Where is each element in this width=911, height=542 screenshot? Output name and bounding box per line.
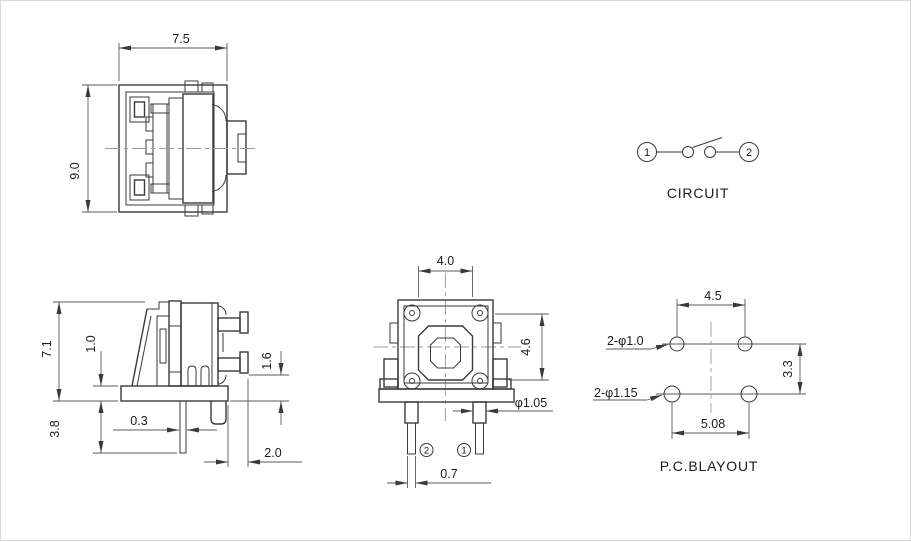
dim-side-total-height: 7.1 [40,340,54,357]
front-view-pin-right [472,401,487,424]
front-view-button-outer [417,325,474,381]
circuit-terminal-1: 1 [644,147,650,159]
side-view-body [180,302,219,387]
circuit-terminal-2: 2 [746,147,752,159]
side-view-terminal-lower [217,357,241,372]
dim-side-pin-width: 0.3 [130,414,147,428]
pin-number-right: 1 [461,446,466,457]
circuit-contact-right [704,146,716,158]
pin-number-circle-right [457,443,471,457]
side-view-stub [210,401,227,425]
top-view-stem [226,120,247,175]
dim-front-pin-diameter: φ1.05 [515,396,547,410]
dim-front-pin-flat-width: 0.7 [440,467,457,481]
pin-number-left: 2 [424,446,429,457]
side-view-pin [179,400,187,454]
side-view-base [120,385,229,402]
front-view-body-rim [403,305,489,384]
front-view-button-inner [430,337,461,369]
front-view-rivets [403,304,489,390]
pcb-layout-title: P.C.BLAYOUT [660,458,759,474]
side-view: 7.1 1.0 3.8 0.3 1.6 2.0 [40,300,302,467]
dim-side-terminal-height: 1.6 [260,352,274,369]
side-view-terminal-upper [217,317,241,332]
front-view-pin-left [404,401,419,424]
top-view-clip-bottom [129,174,150,201]
front-view-base [378,388,515,403]
circuit-terminal-circle-2 [739,142,759,162]
circuit-switch-lever [692,137,723,148]
pcb-hole-bottom-left [663,385,681,403]
circuit-contact-left [682,146,694,158]
dim-top-height: 9.0 [68,162,82,179]
pcb-layout: 4.5 3.3 5.08 2-φ1.0 2-φ1.15 P.C.BLAYOUT [593,289,806,474]
side-view-stem [168,300,182,387]
dim-pcb-row-pitch: 3.3 [781,360,795,377]
dim-side-base-thickness: 1.0 [84,335,98,352]
pcb-hole-note-top: 2-φ1.0 [607,334,644,348]
dim-front-body-height: 4.6 [519,338,533,355]
dim-pcb-top-pitch: 4.5 [704,289,721,303]
dim-top-width: 7.5 [172,32,189,46]
dim-side-terminal-extent: 2.0 [264,446,281,460]
circuit-title: CIRCUIT [667,185,729,201]
front-view: 2 1 4.0 4.6 φ1.05 0.7 [373,254,553,488]
dim-front-button-width: 4.0 [437,254,454,268]
dim-pcb-bottom-pitch: 5.08 [701,417,725,431]
pcb-hole-bottom-right [740,385,758,403]
pcb-hole-note-bottom: 2-φ1.15 [594,386,638,400]
top-view: 7.5 9.0 [68,32,257,217]
circuit-diagram: 1 2 CIRCUIT [637,137,759,201]
pin-number-circle-left [419,443,434,457]
top-view-clip-top [129,96,150,123]
dim-side-pin-length: 3.8 [48,420,62,437]
